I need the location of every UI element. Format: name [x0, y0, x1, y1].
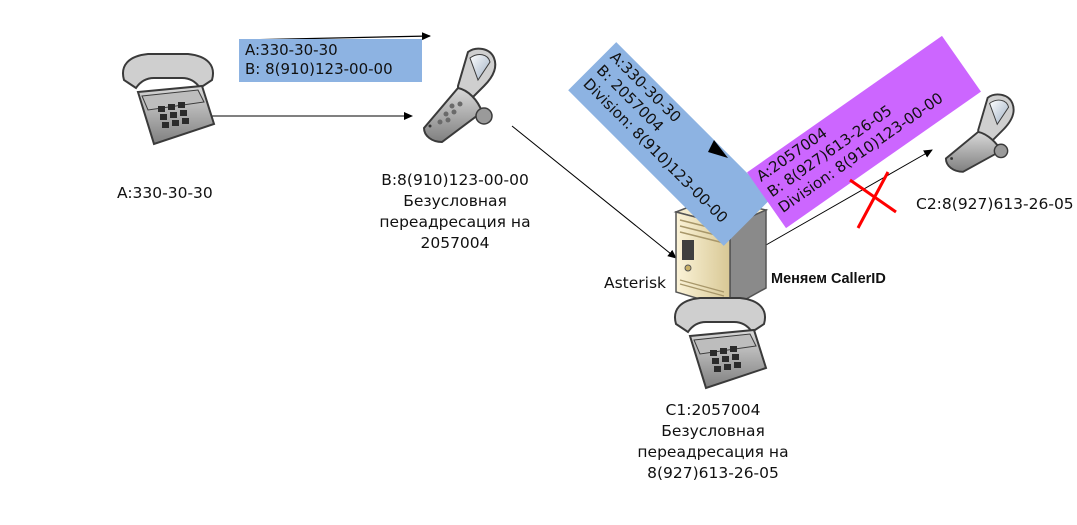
arrowhead	[708, 140, 728, 158]
label-line: Безусловная	[403, 192, 507, 210]
cross-icon	[849, 171, 897, 229]
box-line: B: 8(910)123-00-00	[245, 60, 393, 78]
label-line: Безусловная	[661, 422, 765, 440]
box-line: A:330-30-30	[245, 41, 338, 59]
phone-c1-label: C1:2057004 Безусловная переадресация на …	[603, 400, 823, 484]
label-line: B:8(910)123-00-00	[381, 171, 529, 189]
label-line: переадресация на	[379, 213, 531, 231]
desk-phone-icon	[674, 297, 768, 390]
phone-a-label: A:330-30-30	[117, 184, 213, 202]
message-box-a-to-b: A:330-30-30 B: 8(910)123-00-00	[239, 39, 422, 82]
arrow-asterisk-to-c2	[765, 149, 933, 246]
desk-phone-icon	[122, 53, 216, 146]
mobile-phone-icon	[944, 93, 1015, 173]
arrow-b-to-asterisk	[511, 125, 677, 259]
phone-c2-label: C2:8(927)613-26-05	[916, 195, 1074, 213]
label-line: 8(927)613-26-05	[647, 464, 779, 482]
phone-b-label: B:8(910)123-00-00 Безусловная переадреса…	[345, 170, 565, 254]
asterisk-label: Asterisk	[604, 274, 667, 292]
mobile-phone-icon	[422, 47, 497, 144]
caller-id-label: Меняем CallerID	[771, 271, 886, 287]
label-line: переадресация на	[637, 443, 789, 461]
label-line: 2057004	[420, 234, 490, 252]
label-line: C1:2057004	[665, 401, 761, 419]
